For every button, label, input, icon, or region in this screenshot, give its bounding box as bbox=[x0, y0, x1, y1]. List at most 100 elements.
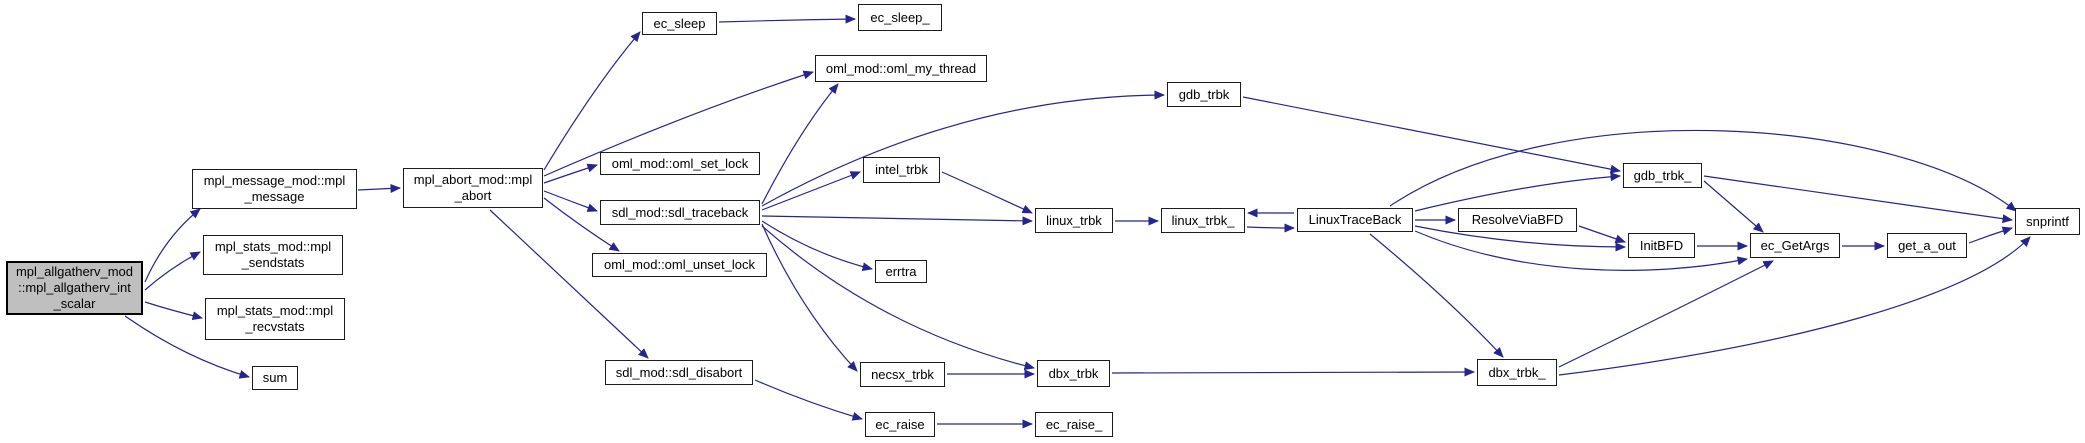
node-label-line: errtra bbox=[885, 263, 917, 279]
edge-sdl-traceback-to-errtra bbox=[761, 220, 873, 272]
node-label-line: InitBFD bbox=[1639, 237, 1684, 253]
node-dbx-trbk-u[interactable]: dbx_trbk_ bbox=[1477, 359, 1557, 386]
edge-mpl-allgatherv-int-scalar-to-sum bbox=[124, 315, 250, 379]
node-label-line: ec_sleep bbox=[653, 15, 706, 31]
edge-mpl-allgatherv-int-scalar-to-mpl-message bbox=[144, 208, 201, 283]
node-label-line: mpl_allgatherv_mod bbox=[15, 264, 134, 280]
node-gdb-trbk-u[interactable]: gdb_trbk_ bbox=[1623, 163, 1702, 188]
node-label-line: _abort bbox=[454, 188, 492, 203]
edge-linuxtraceback-to-dbx-trbk-u bbox=[1369, 233, 1504, 358]
node-necsx-trbk[interactable]: necsx_trbk bbox=[860, 362, 945, 387]
node-dbx-trbk[interactable]: dbx_trbk bbox=[1037, 360, 1110, 387]
edge-get-a-out-to-snprintf bbox=[1968, 226, 2013, 244]
node-mpl-abort[interactable]: mpl_abort_mod::mpl_abort bbox=[403, 168, 543, 208]
node-sdl-disabort[interactable]: sdl_mod::sdl_disabort bbox=[605, 360, 753, 385]
edge-sdl-traceback-to-gdb-trbk bbox=[761, 90, 1165, 207]
node-label-line: LinuxTraceBack bbox=[1308, 212, 1402, 228]
edge-mpl-message-to-mpl-abort bbox=[357, 183, 401, 193]
node-mpl-recvstats[interactable]: mpl_stats_mod::mpl_recvstats bbox=[205, 298, 345, 340]
node-label-line: oml_mod::oml_my_thread bbox=[825, 60, 977, 76]
edge-mpl-abort-to-oml-my-thread bbox=[543, 70, 814, 177]
node-label-line: ec_sleep_ bbox=[870, 9, 930, 25]
node-label-line: linux_trbk bbox=[1046, 212, 1102, 228]
edge-linuxtraceback-to-ec-getargs bbox=[1414, 230, 1748, 271]
node-gdb-trbk[interactable]: gdb_trbk bbox=[1167, 82, 1241, 107]
edge-sdl-traceback-to-necsx-trbk bbox=[761, 223, 858, 372]
node-mpl-message[interactable]: mpl_message_mod::mpl_message bbox=[192, 169, 357, 209]
edge-gdb-trbk-to-gdb-trbk-u bbox=[1242, 96, 1621, 174]
node-label-line: get_a_out bbox=[1898, 237, 1956, 253]
node-label-line: mpl_stats_mod::mpl bbox=[214, 239, 332, 255]
node-linuxtraceback[interactable]: LinuxTraceBack bbox=[1297, 208, 1413, 232]
node-oml-unset-lock[interactable]: oml_mod::oml_unset_lock bbox=[592, 253, 767, 277]
edge-linuxtraceback-to-gdb-trbk-u bbox=[1414, 172, 1621, 212]
edge-dbx-trbk-u-to-snprintf bbox=[1558, 236, 2031, 376]
node-label-line: _sendstats bbox=[241, 255, 305, 270]
node-resolveviabfd[interactable]: ResolveViaBFD bbox=[1458, 208, 1577, 232]
edge-sdl-traceback-to-intel-trbk bbox=[761, 171, 861, 211]
node-get-a-out[interactable]: get_a_out bbox=[1887, 233, 1967, 258]
node-mpl-sendstats[interactable]: mpl_stats_mod::mpl_sendstats bbox=[203, 235, 343, 275]
edge-sdl-disabort-to-ec-raise bbox=[754, 379, 863, 421]
edge-mpl-abort-to-oml-set-lock bbox=[543, 163, 598, 184]
node-errtra[interactable]: errtra bbox=[875, 260, 927, 283]
edge-linuxtraceback-to-snprintf bbox=[1389, 129, 2017, 212]
node-label-line: snprintf bbox=[2026, 213, 2069, 229]
node-ec-getargs[interactable]: ec_GetArgs bbox=[1750, 233, 1840, 258]
edge-mpl-abort-to-sdl-traceback bbox=[543, 190, 598, 212]
edge-resolveviabfd-to-initbfd bbox=[1578, 225, 1626, 244]
node-label-line: ec_raise_ bbox=[1045, 416, 1103, 432]
edge-ec-sleep-to-ec-sleep-u bbox=[718, 14, 856, 24]
node-label-line: _recvstats bbox=[245, 319, 305, 334]
node-label-line: linux_trbk_ bbox=[1171, 212, 1235, 228]
node-label-line: ec_raise bbox=[875, 416, 925, 432]
node-label-line: gdb_trbk bbox=[1178, 86, 1230, 102]
edge-gdb-trbk-u-to-ec-getargs bbox=[1703, 180, 1764, 233]
edge-mpl-allgatherv-int-scalar-to-mpl-recvstats bbox=[144, 301, 203, 321]
node-label-line: mpl_abort_mod::mpl bbox=[413, 172, 533, 188]
node-linux-trbk-u[interactable]: linux_trbk_ bbox=[1161, 208, 1245, 233]
edge-mpl-abort-to-sdl-disabort bbox=[489, 209, 649, 359]
node-label-line: ::mpl_allgatherv_int bbox=[18, 280, 131, 296]
node-label-line: mpl_message_mod::mpl bbox=[203, 173, 346, 189]
node-label-line: _message bbox=[244, 189, 305, 204]
node-sum[interactable]: sum bbox=[252, 366, 298, 390]
node-linux-trbk[interactable]: linux_trbk bbox=[1035, 208, 1113, 233]
edge-dbx-trbk-to-dbx-trbk-u bbox=[1111, 367, 1475, 377]
node-label-line: sdl_mod::sdl_traceback bbox=[611, 204, 749, 220]
edge-sdl-traceback-to-oml-my-thread bbox=[761, 83, 839, 205]
node-ec-raise[interactable]: ec_raise bbox=[865, 412, 935, 437]
node-intel-trbk[interactable]: intel_trbk bbox=[863, 157, 940, 183]
edge-mpl-allgatherv-int-scalar-to-mpl-sendstats bbox=[144, 251, 201, 291]
node-label-line: sum bbox=[262, 370, 288, 386]
node-sdl-traceback[interactable]: sdl_mod::sdl_traceback bbox=[600, 200, 760, 225]
node-label-line: dbx_trbk bbox=[1048, 365, 1099, 381]
node-label-line: oml_mod::oml_unset_lock bbox=[603, 257, 756, 273]
node-label-line: intel_trbk bbox=[875, 162, 928, 178]
node-label-line: gdb_trbk_ bbox=[1633, 167, 1692, 183]
edge-gdb-trbk-u-to-snprintf bbox=[1703, 175, 2013, 224]
edge-dbx-trbk-u-to-ec-getargs bbox=[1558, 260, 1774, 368]
node-oml-my-thread[interactable]: oml_mod::oml_my_thread bbox=[815, 55, 987, 82]
node-label-line: ResolveViaBFD bbox=[1471, 212, 1564, 228]
node-label-line: _scalar bbox=[53, 295, 96, 311]
edge-linuxtraceback-to-initbfd bbox=[1414, 225, 1626, 252]
node-label-line: ec_GetArgs bbox=[1760, 237, 1830, 253]
node-ec-sleep-u[interactable]: ec_sleep_ bbox=[858, 4, 942, 31]
edge-sdl-traceback-to-dbx-trbk bbox=[761, 225, 1035, 371]
edge-intel-trbk-to-linux-trbk bbox=[941, 171, 1033, 214]
node-oml-set-lock[interactable]: oml_mod::oml_set_lock bbox=[600, 152, 760, 175]
node-label-line: necsx_trbk bbox=[871, 366, 934, 382]
edge-mpl-abort-to-ec-sleep bbox=[543, 31, 641, 171]
edge-mpl-abort-to-oml-unset-lock bbox=[543, 197, 620, 252]
node-initbfd[interactable]: InitBFD bbox=[1628, 233, 1695, 258]
node-ec-raise-u[interactable]: ec_raise_ bbox=[1035, 412, 1113, 437]
node-snprintf[interactable]: snprintf bbox=[2015, 208, 2080, 235]
node-ec-sleep[interactable]: ec_sleep bbox=[642, 12, 717, 35]
node-label-line: mpl_stats_mod::mpl bbox=[216, 303, 334, 319]
edge-group bbox=[124, 14, 2031, 429]
node-label-line: sdl_mod::sdl_disabort bbox=[615, 364, 743, 380]
node-label-line: oml_mod::oml_set_lock bbox=[611, 155, 749, 171]
